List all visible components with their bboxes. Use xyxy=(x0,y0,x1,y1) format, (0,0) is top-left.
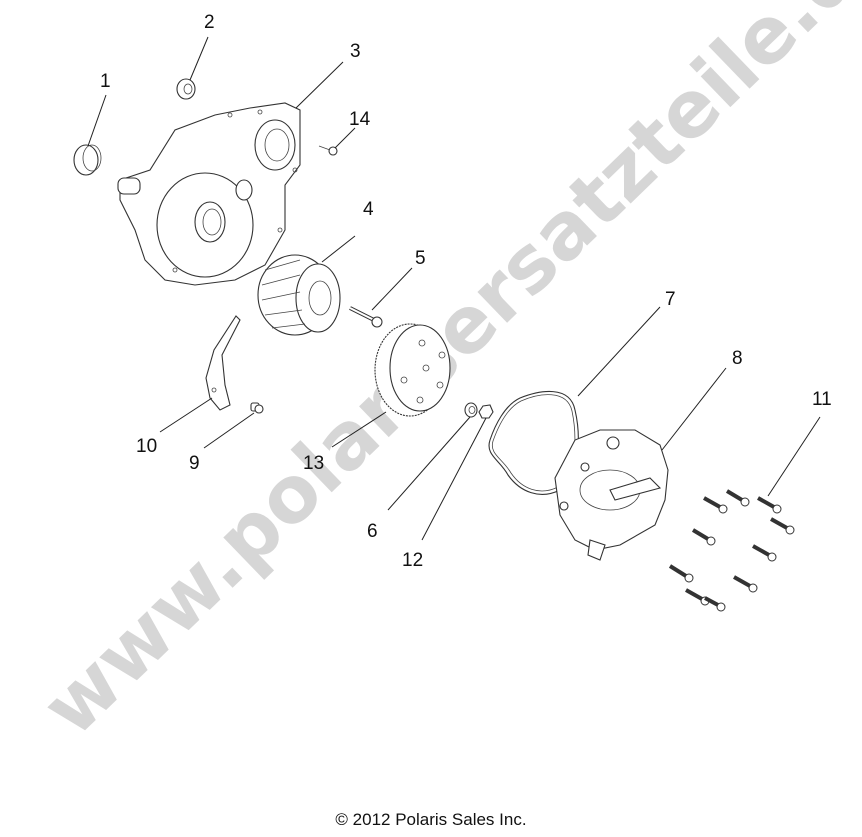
callout-13: 13 xyxy=(303,453,324,474)
callout-12: 12 xyxy=(402,550,423,571)
part-bolt-5[interactable] xyxy=(349,306,383,328)
part-nut[interactable] xyxy=(478,404,494,419)
part-gasket[interactable] xyxy=(488,390,579,495)
callout-2: 2 xyxy=(204,12,215,33)
part-cover-bolts[interactable] xyxy=(668,489,795,612)
callout-6: 6 xyxy=(367,521,378,542)
part-stator[interactable] xyxy=(257,254,341,336)
copyright-notice: © 2012 Polaris Sales Inc. xyxy=(335,810,527,829)
callout-8: 8 xyxy=(732,348,743,369)
part-crankcase-cover[interactable] xyxy=(117,102,301,286)
part-flywheel[interactable] xyxy=(374,323,451,417)
part-washer[interactable] xyxy=(464,402,478,418)
part-bearing[interactable] xyxy=(176,78,196,100)
callout-labels: 1 2 3 4 5 6 7 8 9 10 11 12 13 14 xyxy=(100,12,832,571)
part-magneto-cover[interactable] xyxy=(554,429,669,561)
callout-9: 9 xyxy=(189,453,200,474)
callout-1: 1 xyxy=(100,71,111,92)
part-bolt-14[interactable] xyxy=(318,145,338,156)
callout-3: 3 xyxy=(350,41,361,62)
leader-lines xyxy=(87,36,821,541)
part-bracket[interactable] xyxy=(205,315,241,411)
callout-10: 10 xyxy=(136,436,157,457)
callout-7: 7 xyxy=(665,289,676,310)
callout-5: 5 xyxy=(415,248,426,269)
part-seal-ring[interactable] xyxy=(73,144,102,176)
callout-11: 11 xyxy=(812,389,832,410)
callout-4: 4 xyxy=(363,199,374,220)
callout-14: 14 xyxy=(349,109,371,130)
part-screw-9[interactable] xyxy=(250,402,264,414)
